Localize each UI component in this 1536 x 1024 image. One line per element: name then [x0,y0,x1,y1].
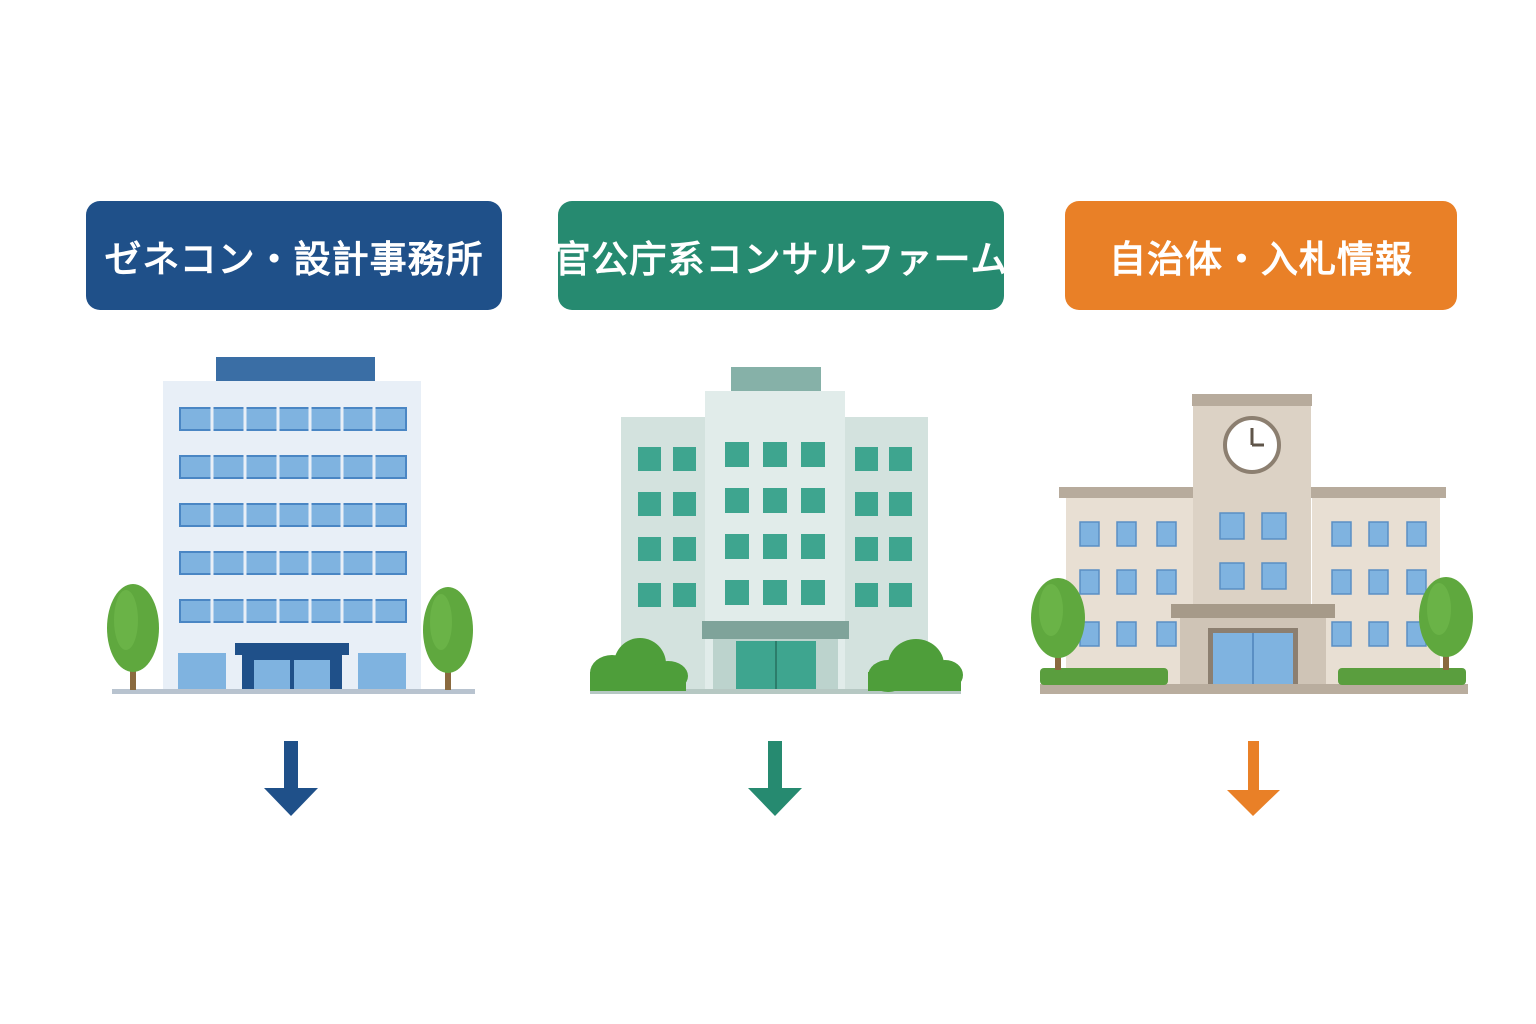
tree-icon [107,584,159,690]
tree-icon [1031,578,1085,670]
tree-icon [1419,577,1473,670]
shrub-icon [868,639,963,692]
clock-icon [1223,416,1281,474]
government-office-icon [590,367,963,694]
down-arrow-icon [1227,741,1280,816]
category-label-government-consulting: 官公庁系コンサルファーム [554,201,1007,310]
category-label-municipality-bidding: 自治体・入札情報 [1065,201,1457,310]
office-building-icon [107,357,475,694]
city-hall-clock-tower-icon [1031,394,1473,694]
category-label-general-contractor: ゼネコン・設計事務所 [86,201,502,310]
down-arrow-icon [748,741,802,816]
shrub-icon [590,638,688,691]
down-arrow-icon [264,741,318,816]
tree-icon [423,587,473,690]
